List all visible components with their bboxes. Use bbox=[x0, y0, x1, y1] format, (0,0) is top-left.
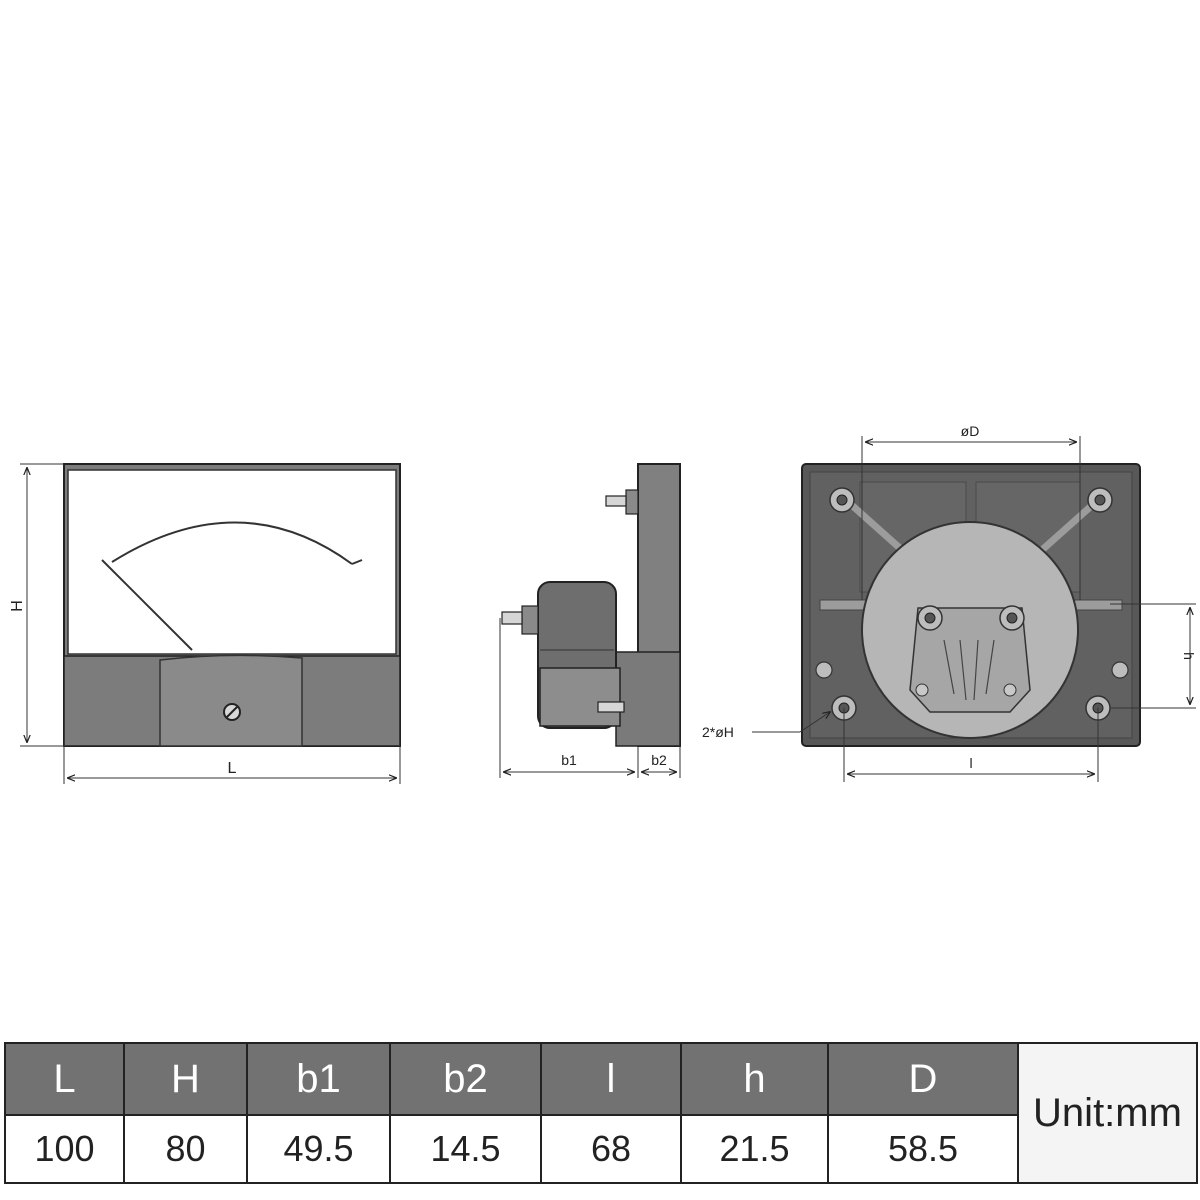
stud-top-right-core bbox=[1094, 494, 1106, 506]
front-scale-window bbox=[67, 469, 397, 655]
header-cell-l-spacing: l bbox=[540, 1042, 682, 1116]
header-cell-b1: b1 bbox=[246, 1042, 391, 1116]
stud-mid-right-core bbox=[1006, 612, 1018, 624]
side-terminal-rear-base bbox=[521, 605, 539, 635]
table-value-row: 100 80 49.5 14.5 68 21.5 58.5 bbox=[4, 1114, 1197, 1184]
zero-adjust-slot bbox=[226, 706, 238, 718]
header-cell-h-offset: h bbox=[680, 1042, 829, 1116]
dim-b1-label: b1 bbox=[561, 752, 577, 768]
dim-d-label: øD bbox=[961, 423, 980, 439]
screw-side-right-icon bbox=[1111, 661, 1129, 679]
dim-rh-label: h bbox=[1181, 652, 1197, 660]
dim-holes-label: 2*øH bbox=[702, 724, 734, 740]
rear-mechanism-bracket bbox=[909, 607, 1031, 713]
stud-top-left-core bbox=[836, 494, 848, 506]
dim-b2-label: b2 bbox=[651, 752, 667, 768]
rear-bracket-ribs bbox=[943, 639, 995, 701]
value-cell-d: 58.5 bbox=[827, 1114, 1019, 1184]
side-terminal-top-stud bbox=[605, 495, 627, 507]
side-view: b1 b2 bbox=[499, 463, 681, 778]
front-view: H L bbox=[9, 463, 401, 784]
side-terminal-top-base bbox=[625, 489, 639, 515]
unit-cell: Unit:mm bbox=[1017, 1042, 1198, 1184]
side-flange-lower-step bbox=[615, 651, 681, 747]
header-cell-b2: b2 bbox=[389, 1042, 542, 1116]
header-cell-l: L bbox=[4, 1042, 125, 1116]
header-cell-h: H bbox=[123, 1042, 248, 1116]
value-cell-l: 100 bbox=[4, 1114, 125, 1184]
needle bbox=[101, 559, 193, 651]
value-cell-l-spacing: 68 bbox=[540, 1114, 682, 1184]
header-cell-d: D bbox=[827, 1042, 1019, 1116]
dim-holes-leader-arrow bbox=[799, 712, 830, 733]
value-cell-h: 80 bbox=[123, 1114, 248, 1184]
dim-l-label: L bbox=[228, 760, 237, 777]
side-cylinder bbox=[539, 667, 621, 727]
rear-strut-right bbox=[1039, 497, 1101, 553]
scale-arc-end-tick bbox=[351, 559, 363, 565]
screw-bracket-right-icon bbox=[1003, 683, 1017, 697]
screw-side-left-icon bbox=[815, 661, 833, 679]
dim-rl-label: l bbox=[969, 755, 972, 771]
screw-bracket-left-icon bbox=[915, 683, 929, 697]
side-terminal-bottom-stud bbox=[597, 701, 625, 713]
rear-view: øD h l 2*øH bbox=[702, 423, 1197, 782]
value-cell-b1: 49.5 bbox=[246, 1114, 391, 1184]
stud-mid-left-core bbox=[924, 612, 936, 624]
zero-adjust-cover bbox=[159, 654, 303, 747]
table-header-row: L H b1 b2 l h D Unit:mm bbox=[4, 1042, 1198, 1184]
value-cell-h-offset: 21.5 bbox=[680, 1114, 829, 1184]
dim-h-label: H bbox=[9, 600, 26, 612]
scale-arc bbox=[111, 521, 353, 565]
dimension-table: L H b1 b2 l h D Unit:mm 100 80 49.5 14.5… bbox=[4, 1042, 1198, 1184]
rear-strut-left bbox=[843, 497, 905, 553]
value-cell-b2: 14.5 bbox=[389, 1114, 542, 1184]
technical-drawing: H L b1 b2 bbox=[9, 423, 1197, 784]
side-terminal-rear-stud bbox=[501, 611, 523, 625]
